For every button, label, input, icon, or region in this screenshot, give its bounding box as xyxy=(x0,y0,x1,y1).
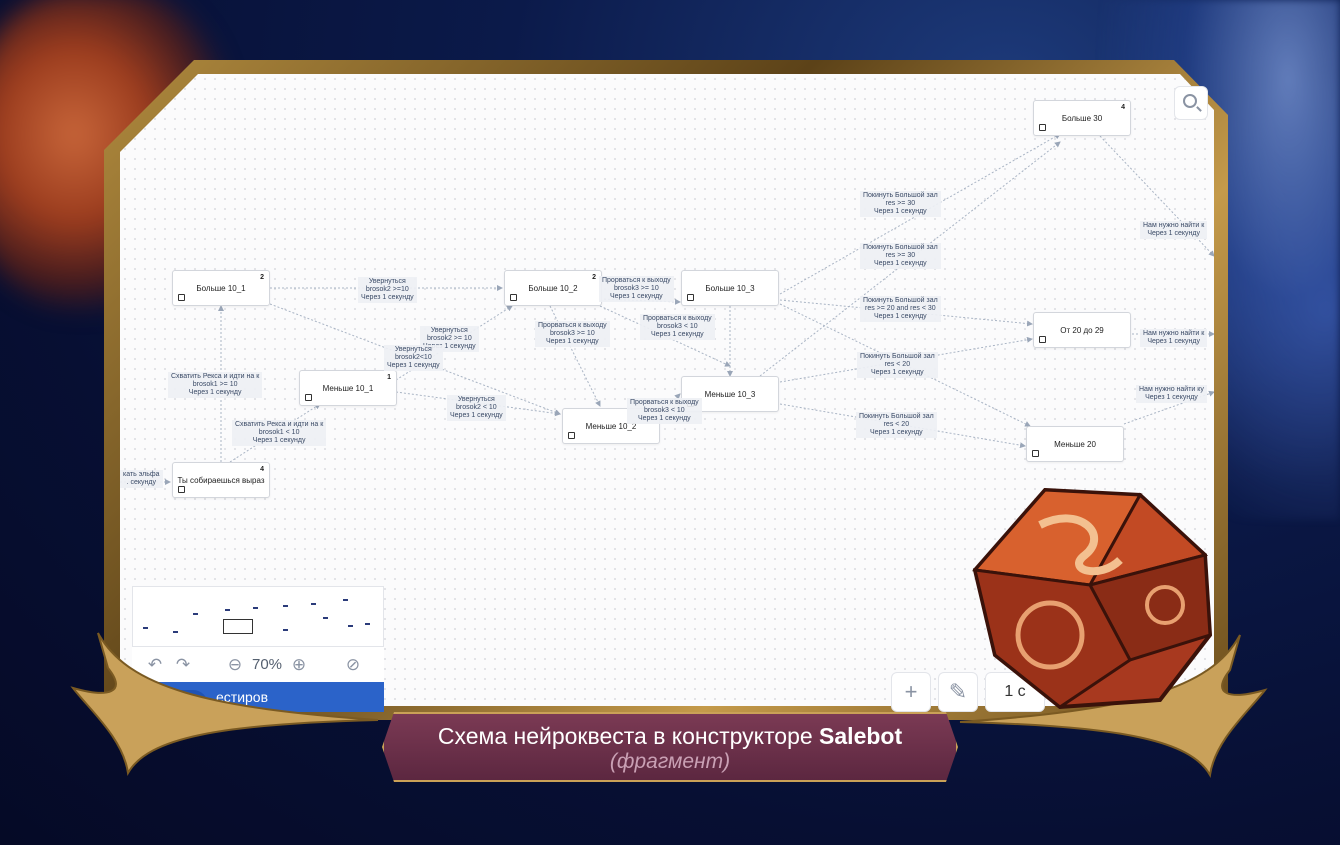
plus-icon: + xyxy=(904,679,918,704)
edge-m10_3-20_29 xyxy=(779,336,1033,383)
minimap-node xyxy=(343,599,348,601)
d20-dice-image xyxy=(972,487,1213,710)
node-type-icon xyxy=(1039,336,1046,343)
node-type-icon xyxy=(178,294,185,301)
node-type-icon xyxy=(1032,450,1039,457)
flow-node[interactable]: Меньше 10_1 1 xyxy=(299,370,397,406)
flow-node[interactable]: Больше 10_3 xyxy=(681,270,779,306)
node-label: Меньше 10_1 xyxy=(322,384,374,393)
edge-b10_2-m10_2 xyxy=(549,305,601,407)
flow-node[interactable]: Больше 10_2 2 xyxy=(504,270,602,306)
node-badge: 1 xyxy=(387,374,391,381)
hide-icon[interactable]: ⊘ xyxy=(345,654,361,674)
edge-m10_1-m10_2 xyxy=(395,391,561,417)
edge-label: кать эльфа. секунду xyxy=(120,470,163,488)
node-label: Ты собираешься выраз xyxy=(177,476,265,485)
pencil-icon: ✎ xyxy=(948,679,968,704)
flow-node[interactable]: Больше 30 4 xyxy=(1033,100,1131,136)
flow-node[interactable]: Ты собираешься выраз 4 xyxy=(172,462,270,498)
minimap-node xyxy=(225,609,230,611)
canvas-toolbar: ↶ ↷ ⊖ 70% ⊕ ⊘ xyxy=(132,646,384,682)
search-icon-handle xyxy=(1196,106,1202,112)
undo-icon[interactable]: ↶ xyxy=(147,654,163,674)
node-badge: 2 xyxy=(260,274,264,281)
test-button-label: естиров xyxy=(216,689,269,705)
page-button[interactable]: 1 с xyxy=(985,672,1045,712)
zoom-in-icon[interactable]: ⊕ xyxy=(291,654,307,674)
node-label: Меньше 10_2 xyxy=(585,422,637,431)
node-label: Больше 30 xyxy=(1061,114,1103,123)
flow-node[interactable]: Больше 10_1 2 xyxy=(172,270,270,306)
minimap-node xyxy=(253,607,258,609)
edge-m10_3-b30 xyxy=(759,141,1061,377)
minimap-node xyxy=(173,631,178,633)
minimap-viewport[interactable] xyxy=(223,619,253,634)
node-type-icon xyxy=(1039,124,1046,131)
page-button-label: 1 с xyxy=(1004,683,1026,700)
node-badge: 4 xyxy=(260,466,264,473)
zoom-out-icon[interactable]: ⊖ xyxy=(227,654,243,674)
redo-icon[interactable]: ↷ xyxy=(175,654,191,674)
caption-title: Схема нейроквеста в конструкторе Salebot xyxy=(437,723,903,749)
edit-button[interactable]: ✎ xyxy=(938,672,978,712)
caption-subtitle: (фрагмент) xyxy=(609,750,731,773)
minimap-node xyxy=(193,613,198,615)
node-type-icon xyxy=(510,294,517,301)
minimap-node xyxy=(365,623,370,625)
node-label: Меньше 10_3 xyxy=(704,390,756,399)
minimap-node xyxy=(311,603,316,605)
search-icon xyxy=(1183,94,1197,108)
node-badge: 4 xyxy=(1121,104,1125,111)
node-label: Больше 10_1 xyxy=(196,284,246,293)
node-label: Больше 10_3 xyxy=(705,284,755,293)
minimap-node xyxy=(283,605,288,607)
minimap-node xyxy=(323,617,328,619)
gold-ornament-left xyxy=(70,632,379,777)
flow-node[interactable]: От 20 до 29 xyxy=(1033,312,1131,348)
flow-node[interactable]: Меньше 10_3 xyxy=(681,376,779,412)
minimap-node xyxy=(283,629,288,631)
node-badge: 2 xyxy=(592,274,596,281)
node-type-icon xyxy=(687,294,694,301)
node-label: Больше 10_2 xyxy=(528,284,578,293)
zoom-level: 70% xyxy=(252,656,283,673)
caption-banner: Схема нейроквеста в конструкторе Salebot… xyxy=(382,712,958,782)
node-label: От 20 до 29 xyxy=(1060,326,1104,335)
node-type-icon xyxy=(178,486,185,493)
node-type-icon xyxy=(305,394,312,401)
node-type-icon xyxy=(568,432,575,439)
flow-node[interactable]: Меньше 20 xyxy=(1026,426,1124,462)
minimap-node xyxy=(143,627,148,629)
search-button[interactable] xyxy=(1174,86,1208,120)
add-node-button[interactable]: + xyxy=(891,672,931,712)
minimap-node xyxy=(348,625,353,627)
node-label: Меньше 20 xyxy=(1054,440,1096,449)
